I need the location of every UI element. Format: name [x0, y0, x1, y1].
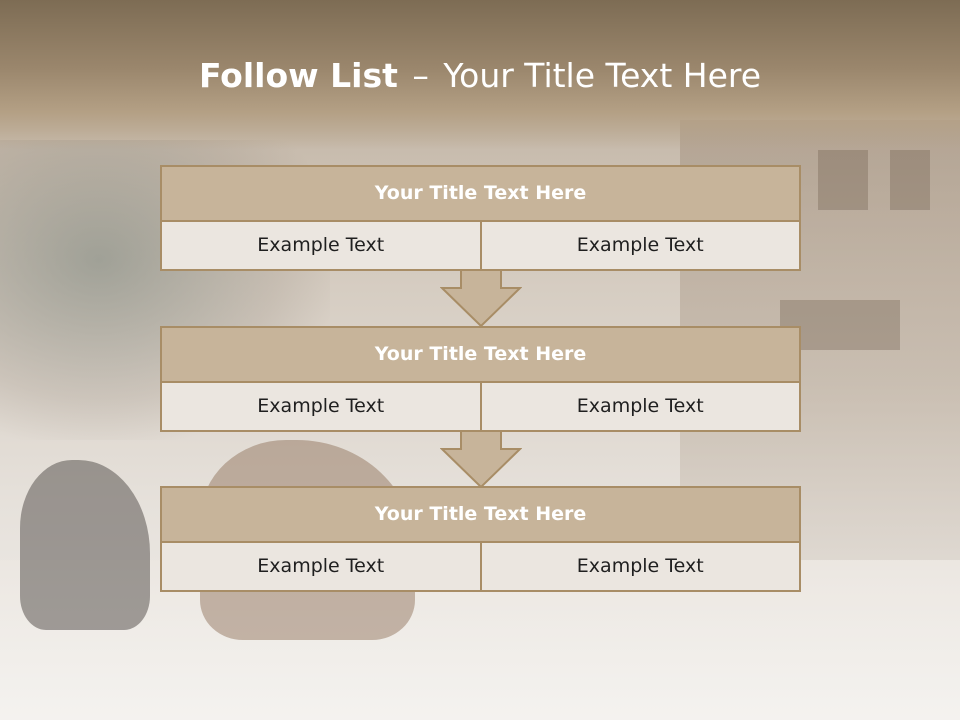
block-row: Example Text Example Text	[160, 222, 801, 271]
block-cell-right: Example Text	[479, 383, 800, 430]
block-title: Your Title Text Here	[160, 486, 801, 543]
block-row: Example Text Example Text	[160, 543, 801, 592]
follow-block-3: Your Title Text Here Example Text Exampl…	[160, 486, 801, 592]
slide-title: Follow List – Your Title Text Here	[0, 54, 960, 98]
slide-title-rest: Your Title Text Here	[443, 56, 762, 95]
background-shoe	[20, 460, 150, 630]
header-band	[0, 0, 960, 150]
down-arrow-icon	[440, 431, 522, 489]
background-window	[818, 150, 868, 210]
follow-block-1: Your Title Text Here Example Text Exampl…	[160, 165, 801, 271]
block-title: Your Title Text Here	[160, 165, 801, 222]
block-cell-left: Example Text	[257, 395, 385, 417]
down-arrow-icon	[440, 270, 522, 328]
block-row: Example Text Example Text	[160, 383, 801, 432]
block-cell-left: Example Text	[257, 234, 385, 256]
block-title: Your Title Text Here	[160, 326, 801, 383]
block-cell-right: Example Text	[479, 222, 800, 269]
slide-title-separator: –	[412, 56, 429, 95]
block-cell-left: Example Text	[257, 555, 385, 577]
slide-title-bold: Follow List	[198, 56, 398, 95]
follow-block-2: Your Title Text Here Example Text Exampl…	[160, 326, 801, 432]
background-window	[890, 150, 930, 210]
block-cell-right: Example Text	[479, 543, 800, 590]
